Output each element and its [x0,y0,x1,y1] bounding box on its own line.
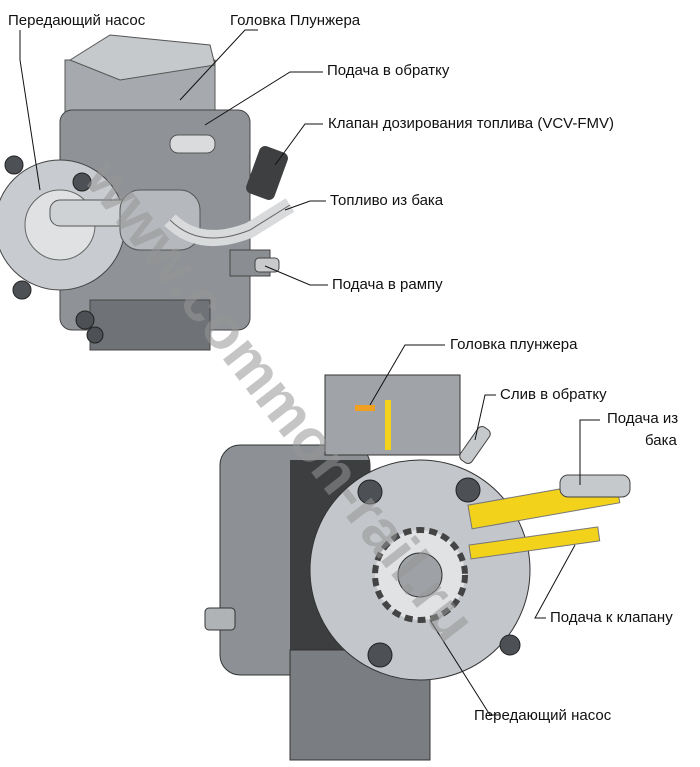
label-top-rail-feed: Подача в рампу [332,276,443,293]
label-top-transfer-pump: Передающий насос [8,12,146,29]
label-bottom-plunger-head: Головка плунжера [450,336,578,353]
top-pump-illustration [0,34,295,351]
label-bottom-transfer-pump: Передающий насос [474,707,612,724]
bottom-pump-illustration [204,374,631,761]
label-top-metering-valve: Клапан дозирования топлива (VCV-FMV) [328,115,614,132]
label-bottom-feed-from-tank-line1: Подача из [607,410,679,427]
label-top-return: Подача в обратку [327,62,450,79]
label-bottom-return-drain: Слив в обратку [500,386,607,403]
label-top-fuel-from-tank: Топливо из бака [330,192,444,209]
leader-lines [19,29,600,716]
label-bottom-feed-from-tank-line2: бака [645,432,677,449]
label-bottom-feed-to-valve: Подача к клапану [550,609,673,626]
label-top-plunger-head: Головка Плунжера [230,12,361,29]
